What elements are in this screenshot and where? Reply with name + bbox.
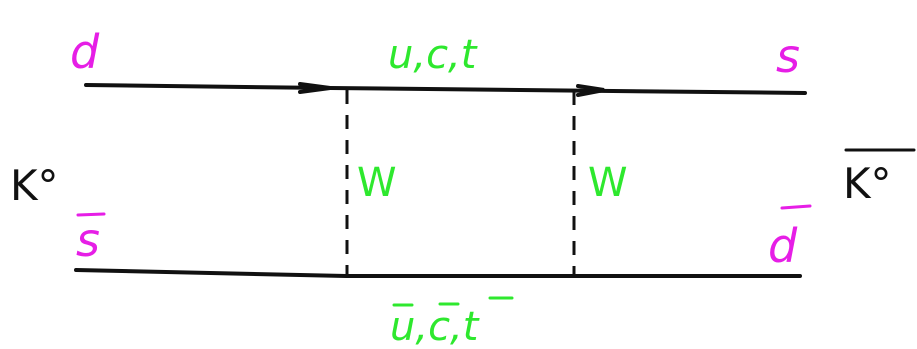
left-w-label: W	[357, 160, 397, 206]
top-quark-line	[84, 83, 807, 95]
top-left-quark-label: d	[70, 25, 100, 79]
bottom-left-quark-label: s	[76, 213, 100, 267]
bottom-left-quark-overline	[76, 212, 106, 217]
bottom-right-quark-label: d	[768, 219, 798, 273]
top-line-arrow-left	[298, 82, 331, 94]
bottom-quark-line	[74, 268, 802, 278]
left-meson-label: K°	[10, 161, 59, 210]
bottom-internal-quarks-label: u,c,t	[390, 304, 480, 349]
top-right-quark-label: s	[776, 29, 800, 83]
right-meson-label: K°	[843, 159, 892, 208]
top-line-arrow-right	[576, 84, 605, 97]
top-internal-quarks-label: u,c,t	[388, 32, 478, 78]
right-w-label: W	[588, 160, 628, 206]
bottom-right-quark-overline	[780, 204, 812, 210]
